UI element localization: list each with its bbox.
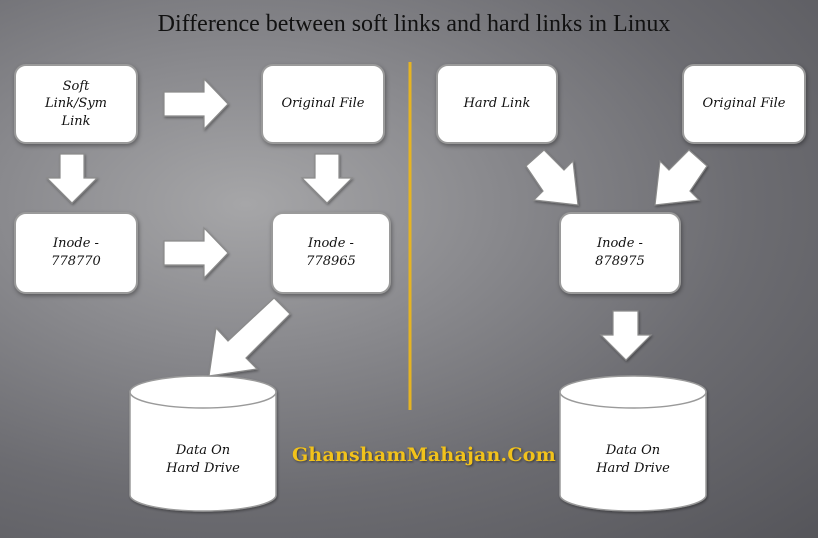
inode-box-778965: Inode - 778965 [271, 212, 391, 294]
original-file-box-left: Original File [261, 64, 385, 144]
inode-label-778770: Inode - 778770 [51, 236, 101, 269]
hard-link-label: Hard Link [463, 96, 531, 112]
arrow-inode-to-data-left [208, 297, 291, 377]
data-cylinder-right [559, 375, 707, 512]
arrow-inode-to-inode [163, 226, 229, 280]
arrow-original-to-inode [300, 153, 354, 204]
data-store-label-left: Data On Hard Drive [166, 443, 240, 477]
inode-label-778965: Inode - 778965 [306, 236, 356, 269]
soft-link-label: Soft Link/Sym Link [45, 78, 107, 129]
original-file-label-right: Original File [702, 96, 786, 112]
original-file-label-left: Original File [281, 96, 365, 112]
arrow-soft-to-original [163, 77, 229, 131]
inode-box-878975: Inode - 878975 [559, 212, 681, 294]
soft-link-box: Soft Link/Sym Link [14, 64, 138, 144]
arrow-soft-to-inode [45, 153, 99, 204]
arrow-original-to-inode-right [654, 149, 708, 206]
original-file-box-right: Original File [682, 64, 806, 144]
diagram-title: Difference between soft links and hard l… [157, 11, 671, 37]
inode-label-878975: Inode - 878975 [595, 236, 645, 269]
data-cylinder-left [129, 375, 277, 512]
data-store-label-right: Data On Hard Drive [596, 443, 670, 477]
inode-box-778770: Inode - 778770 [14, 212, 138, 294]
arrow-inode-to-data-right [599, 310, 653, 361]
arrow-hardlink-to-inode [525, 149, 579, 206]
watermark-text: GhanshamMahajan.Com [292, 444, 556, 466]
hard-link-box: Hard Link [436, 64, 558, 144]
